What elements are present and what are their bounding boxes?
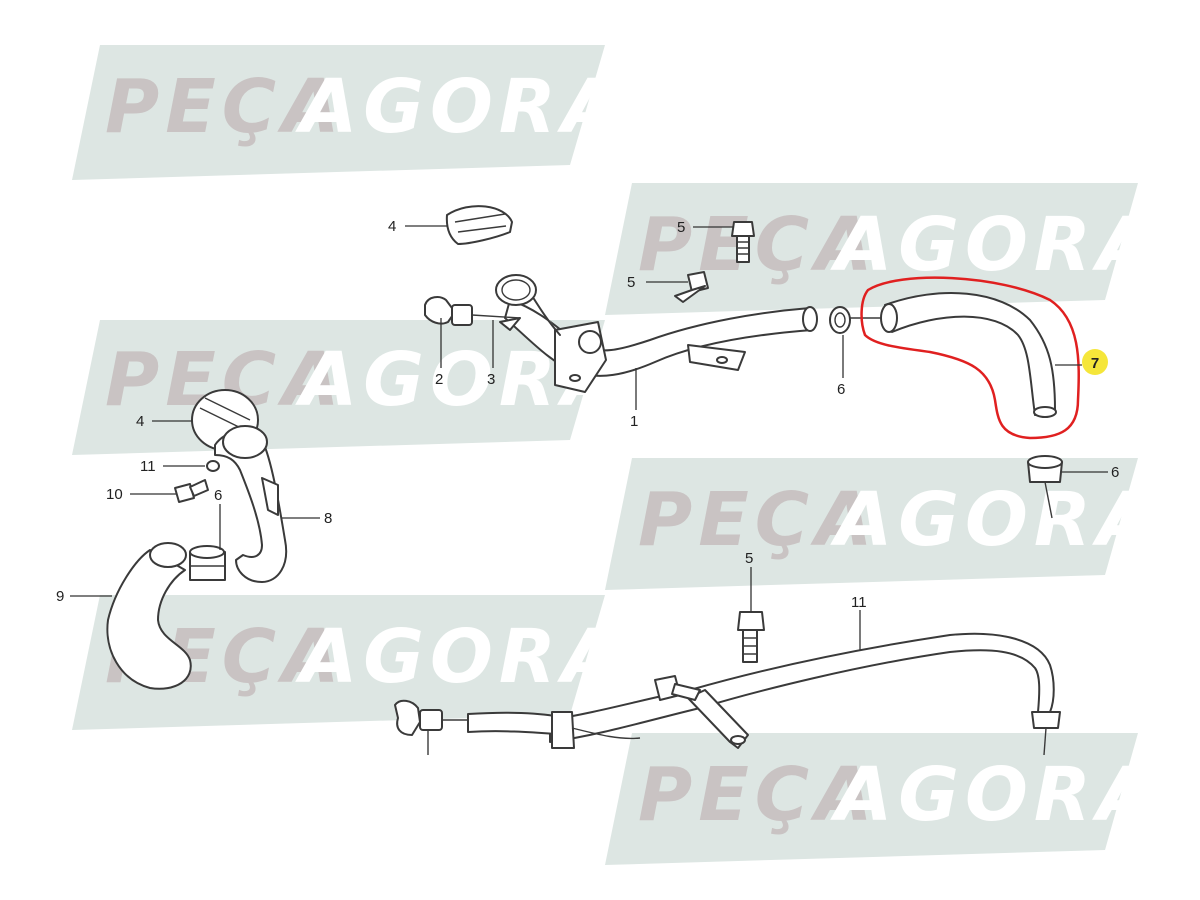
callout-2: 2 <box>435 371 443 388</box>
callout-6-right: 6 <box>1111 464 1119 481</box>
watermark-4: PEÇA AGORA <box>605 458 1160 590</box>
part-6-clamp-top <box>829 306 885 334</box>
part-5-bolt-b <box>674 271 709 303</box>
highlight-badge-label: 7 <box>1091 355 1099 372</box>
part-11-washer <box>206 460 220 472</box>
part-6-clamp-right <box>1027 455 1063 519</box>
part-10-bolt <box>174 479 209 503</box>
callout-6-top: 6 <box>837 381 845 398</box>
callout-11-bottom: 11 <box>851 594 867 611</box>
callout-8: 8 <box>324 510 332 527</box>
part-7-hose <box>880 292 1057 418</box>
part-2-dipstick-handle <box>424 296 456 325</box>
callout-10: 10 <box>106 486 123 503</box>
watermark-6: PEÇA AGORA <box>605 733 1160 865</box>
callout-5-bottom: 5 <box>745 550 753 567</box>
callout-4-left: 4 <box>136 413 144 430</box>
part-8-filler-pipe <box>214 425 288 583</box>
callout-5-top: 5 <box>677 219 685 236</box>
watermark-right-text: AGORA <box>830 202 1160 288</box>
callout-1: 1 <box>630 413 638 430</box>
part-5-bolt-bottom-left <box>654 675 701 701</box>
watermark-2: PEÇA AGORA <box>605 183 1160 315</box>
part-5-bolt-a <box>731 221 755 263</box>
callout-11-left: 11 <box>140 458 156 475</box>
watermark-left-text: PEÇA <box>638 752 878 838</box>
callouts: 4 2 3 1 5 5 6 6 4 11 10 6 8 <box>56 218 1119 650</box>
callout-5-mid: 5 <box>627 274 635 291</box>
watermark-1: PEÇA AGORA <box>72 45 625 180</box>
watermark-right-text: AGORA <box>295 64 625 150</box>
dipstick-bottom <box>394 699 641 755</box>
part-1-main-tube <box>504 284 818 393</box>
part-5-bolt-bottom <box>737 611 765 663</box>
filler-ring <box>495 274 537 306</box>
watermark-right-text: AGORA <box>295 614 625 700</box>
callout-9: 9 <box>56 588 64 605</box>
watermark-left-text: PEÇA <box>105 64 345 150</box>
highlight-outline <box>860 276 1080 440</box>
part-11-dipstick-tube <box>549 632 1061 756</box>
callout-6-left: 6 <box>214 487 222 504</box>
callout-3: 3 <box>487 371 495 388</box>
callout-4-top: 4 <box>388 218 396 235</box>
part-3-dipstick <box>451 304 521 331</box>
watermark-right-text: AGORA <box>830 752 1160 838</box>
part-6-clamp-left <box>189 545 226 581</box>
part-4-cap-upper <box>445 205 513 245</box>
part-9-hose <box>106 542 192 690</box>
watermark-left-text: PEÇA <box>638 202 878 288</box>
watermark-left-text: PEÇA <box>638 477 878 563</box>
watermark-right-text: AGORA <box>830 477 1160 563</box>
highlight-badge <box>1082 349 1108 375</box>
